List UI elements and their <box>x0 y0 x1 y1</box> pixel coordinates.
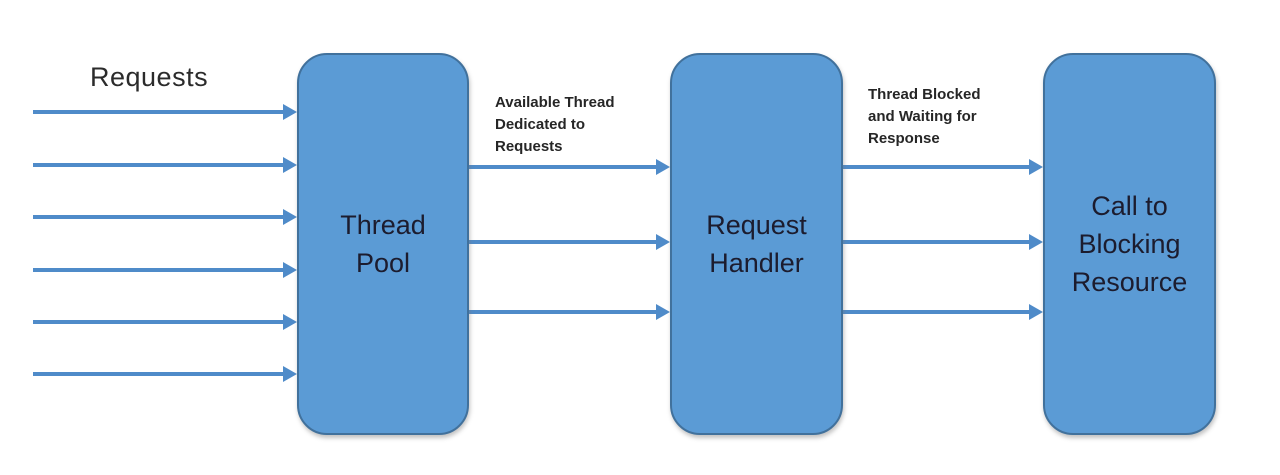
node-call-to-blocking-resource: Call to Blocking Resource <box>1043 53 1216 435</box>
arrow-shaft <box>843 165 1029 169</box>
edge-label-available-thread: Available Thread Dedicated to Requests <box>495 94 615 155</box>
requests-label: Requests <box>90 62 209 92</box>
incoming-request-arrow-6 <box>33 366 297 382</box>
incoming-request-arrow-3 <box>33 209 297 225</box>
arrow-head-icon <box>283 262 297 278</box>
incoming-request-arrow-4 <box>33 262 297 278</box>
arrow-head-icon <box>656 234 670 250</box>
handler-to-resource-arrow-2 <box>843 234 1043 250</box>
handler-to-resource-arrow-1 <box>843 159 1043 175</box>
node-call-to-blocking-resource-label: Call to Blocking Resource <box>1071 191 1188 297</box>
arrow-head-icon <box>656 159 670 175</box>
node-thread-pool: Thread Pool <box>297 53 469 435</box>
arrow-shaft <box>33 268 283 272</box>
arrow-shaft <box>843 240 1029 244</box>
arrow-head-icon <box>283 157 297 173</box>
arrow-shaft <box>33 110 283 114</box>
arrow-head-icon <box>283 366 297 382</box>
node-request-handler: Request Handler <box>670 53 843 435</box>
arrow-head-icon <box>1029 234 1043 250</box>
edge-label-thread-blocked: Thread Blocked and Waiting for Response <box>868 86 981 147</box>
arrow-head-icon <box>656 304 670 320</box>
node-thread-pool-label: Thread Pool <box>340 210 426 278</box>
arrow-shaft <box>468 310 656 314</box>
incoming-request-arrow-2 <box>33 157 297 173</box>
arrow-head-icon <box>283 209 297 225</box>
arrow-head-icon <box>1029 304 1043 320</box>
arrow-shaft <box>468 240 656 244</box>
arrow-head-icon <box>283 314 297 330</box>
handler-to-resource-arrow-3 <box>843 304 1043 320</box>
arrow-shaft <box>468 165 656 169</box>
arrow-shaft <box>33 163 283 167</box>
arrow-head-icon <box>283 104 297 120</box>
pool-to-handler-arrow-3 <box>468 304 670 320</box>
arrow-head-icon <box>1029 159 1043 175</box>
pool-to-handler-arrow-1 <box>468 159 670 175</box>
arrow-shaft <box>843 310 1029 314</box>
node-request-handler-label: Request Handler <box>706 210 807 278</box>
incoming-request-arrow-1 <box>33 104 297 120</box>
arrow-shaft <box>33 372 283 376</box>
pool-to-handler-arrow-2 <box>468 234 670 250</box>
arrow-shaft <box>33 215 283 219</box>
incoming-request-arrow-5 <box>33 314 297 330</box>
arrow-shaft <box>33 320 283 324</box>
